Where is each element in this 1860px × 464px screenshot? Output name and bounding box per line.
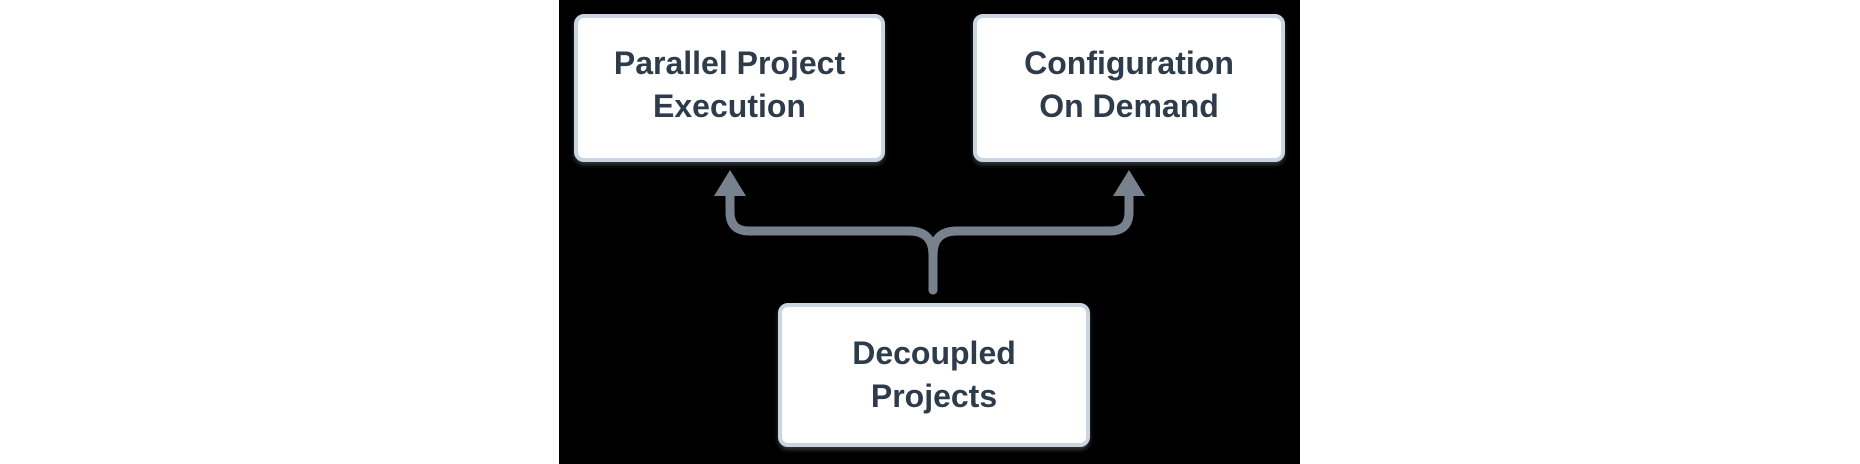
node-parallel-project-execution: Parallel Project Execution <box>574 14 885 162</box>
node-configuration-on-demand: Configuration On Demand <box>973 14 1285 162</box>
node-label: Configuration On Demand <box>1024 45 1234 124</box>
node-label: Decoupled Projects <box>852 335 1016 414</box>
node-label: Parallel Project Execution <box>613 45 846 124</box>
node-decoupled-projects: Decoupled Projects <box>778 303 1090 447</box>
